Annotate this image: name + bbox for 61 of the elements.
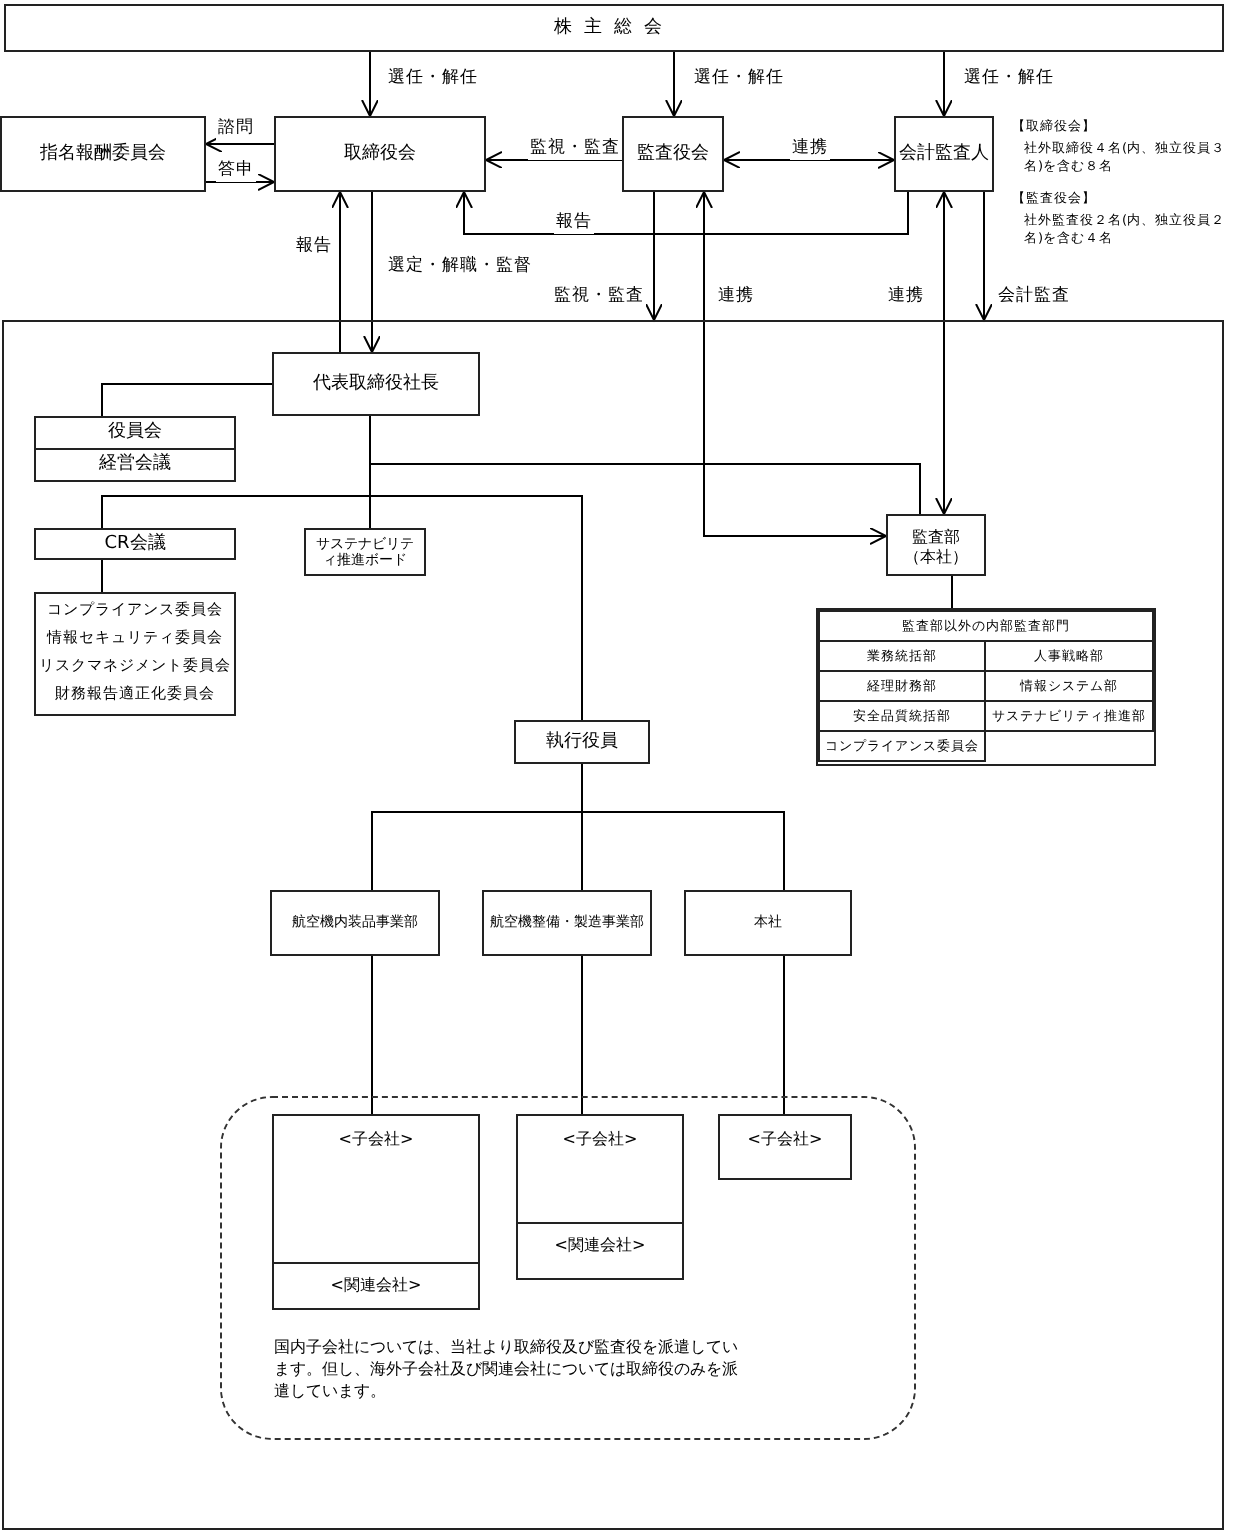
arrow <box>935 51 953 117</box>
org-box: 取締役会 <box>274 116 486 192</box>
arrow <box>455 191 909 235</box>
edge-label: 諮問 <box>216 116 256 140</box>
dashed-group-frame <box>220 1096 916 1440</box>
arrow <box>205 135 275 153</box>
connector-line <box>371 955 373 1115</box>
arrow <box>975 191 993 321</box>
org-box: 執行役員 <box>514 720 650 764</box>
org-box <box>718 1114 852 1180</box>
org-box <box>516 1114 684 1280</box>
arrow <box>935 191 953 515</box>
edge-label: 監視・監査 <box>552 284 646 308</box>
edge-label: 連携 <box>790 136 830 160</box>
edge-label: 連携 <box>886 284 926 308</box>
org-box: 会計監査人 <box>894 116 994 192</box>
department-table <box>816 608 1156 766</box>
connector-line <box>101 383 273 417</box>
arrow <box>723 151 895 169</box>
arrow <box>665 51 683 117</box>
arrow <box>205 173 275 191</box>
org-box <box>34 592 236 716</box>
box-text: （本社） <box>902 546 970 568</box>
org-box: 役員会 <box>34 416 236 450</box>
edge-label: 連携 <box>716 284 756 308</box>
arrow <box>695 191 887 545</box>
org-box: 監査役会 <box>622 116 724 192</box>
edge-label: 選任・解任 <box>386 66 480 90</box>
org-box: 指名報酬委員会 <box>0 116 206 192</box>
edge-label: 選任・解任 <box>962 66 1056 90</box>
box-heading: <関連会社> <box>552 1234 648 1256</box>
org-box: 代表取締役社長 <box>272 352 480 416</box>
edge-label: 監視・監査 <box>528 136 622 160</box>
edge-label: 選定・解職・監督 <box>386 254 534 278</box>
connector-line <box>951 575 953 609</box>
org-box: 経営会議 <box>34 448 236 482</box>
arrow <box>331 191 349 353</box>
box-text: 監査部 <box>910 526 962 548</box>
box-heading: <子会社> <box>336 1128 416 1150</box>
org-box <box>272 1114 480 1310</box>
box-heading: <子会社> <box>745 1128 825 1150</box>
box-heading: <子会社> <box>560 1128 640 1150</box>
box-heading: <関連会社> <box>328 1274 424 1296</box>
org-box: 株主総会 <box>4 4 1224 52</box>
arrow <box>363 191 381 353</box>
arrow <box>645 191 663 321</box>
edge-label: 報告 <box>554 210 594 234</box>
edge-label: 答申 <box>216 158 256 182</box>
connector-line <box>369 415 583 721</box>
connector-line <box>581 955 583 1115</box>
edge-label: 報告 <box>294 234 334 258</box>
org-box: CR会議 <box>34 528 236 560</box>
connector-line <box>783 955 785 1115</box>
edge-label: 選任・解任 <box>692 66 786 90</box>
org-box <box>886 514 986 576</box>
connector-line <box>101 559 103 593</box>
connector-line <box>581 763 785 891</box>
note-text: 国内子会社については、当社より取締役及び監査役を派遣しています。但し、海外子会社及び関連会社については取締役のみを派遣しています。 <box>274 1338 738 1403</box>
edge-label: 会計監査 <box>996 284 1072 308</box>
arrow <box>361 51 379 117</box>
company-frame <box>2 320 1224 1530</box>
